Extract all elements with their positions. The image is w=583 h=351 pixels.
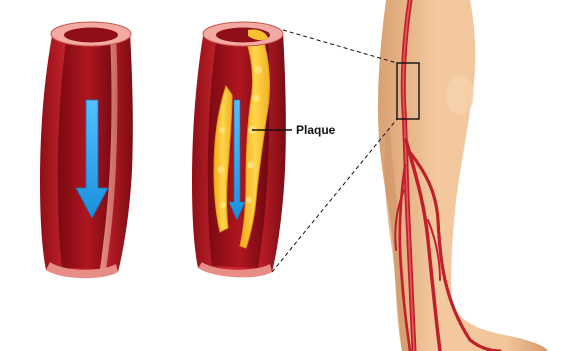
zoom-line-top [283,30,397,63]
knee-shading [446,75,474,115]
healthy-artery [40,22,133,278]
healthy-artery-top-opening [64,28,118,43]
narrowed-artery [192,22,286,277]
leg-illustration [378,0,548,351]
zoom-line-bottom [272,119,397,272]
plaque-label: Plaque [296,123,336,137]
